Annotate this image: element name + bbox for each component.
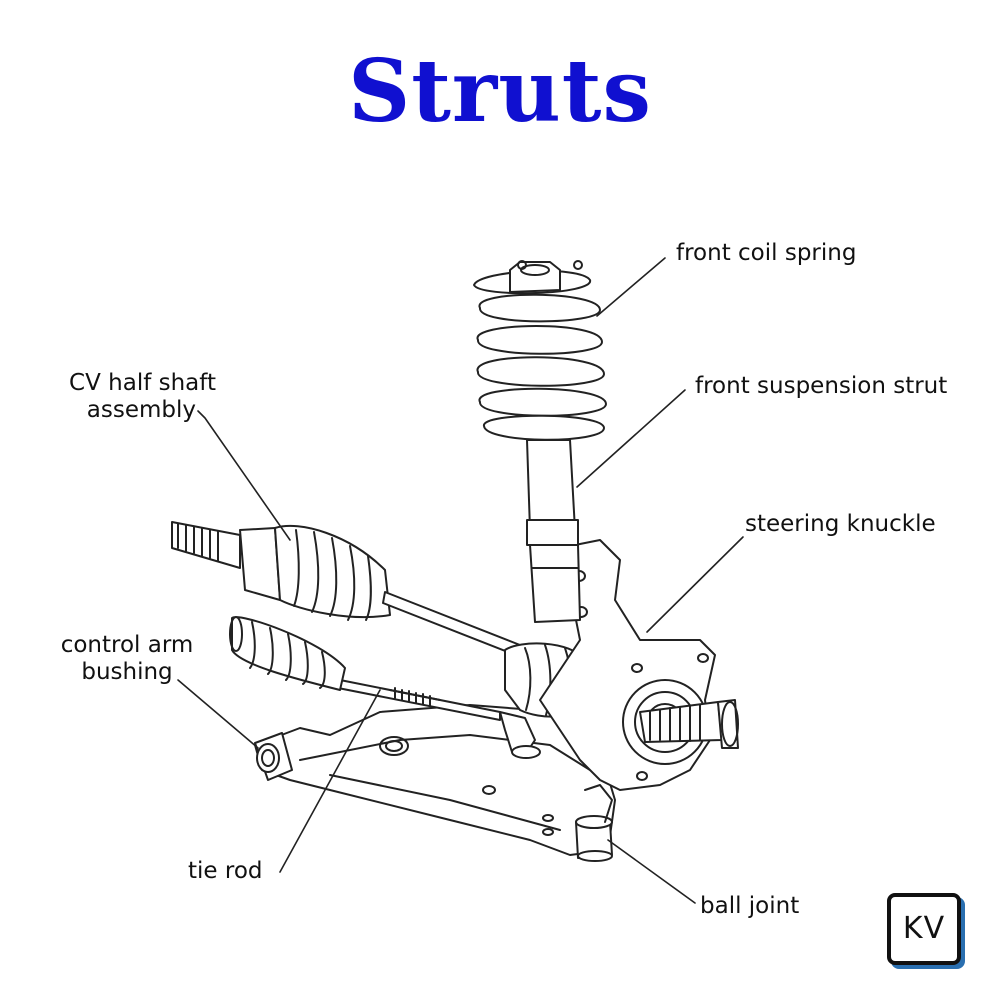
tie-rod	[229, 616, 541, 759]
label-tie-rod: tie rod	[188, 858, 263, 884]
label-front-suspension-strut: front suspension strut	[695, 373, 948, 399]
kv-logo: KV	[887, 893, 961, 965]
page-title: Struts	[348, 41, 652, 142]
ball-joint	[575, 784, 613, 862]
kv-logo-text: KV	[902, 911, 946, 946]
label-control-arm-line1: control arm	[60, 632, 194, 658]
label-cv-half-shaft-line2: assembly	[86, 397, 196, 423]
steering-knuckle	[539, 539, 739, 791]
label-control-arm-bushing: control arm bushing	[52, 632, 202, 686]
label-control-arm-line2: bushing	[81, 659, 173, 685]
label-front-coil-spring: front coil spring	[676, 240, 857, 266]
front-coil-spring	[473, 260, 607, 441]
label-cv-half-shaft-line1: CV half shaft	[69, 370, 216, 396]
leader-lines	[177, 257, 744, 904]
label-steering-knuckle: steering knuckle	[745, 511, 936, 537]
label-ball-joint: ball joint	[700, 893, 800, 919]
label-cv-half-shaft: CV half shaft assembly	[20, 370, 216, 424]
front-suspension-strut	[526, 439, 581, 623]
control-arm-bushing	[254, 732, 293, 781]
